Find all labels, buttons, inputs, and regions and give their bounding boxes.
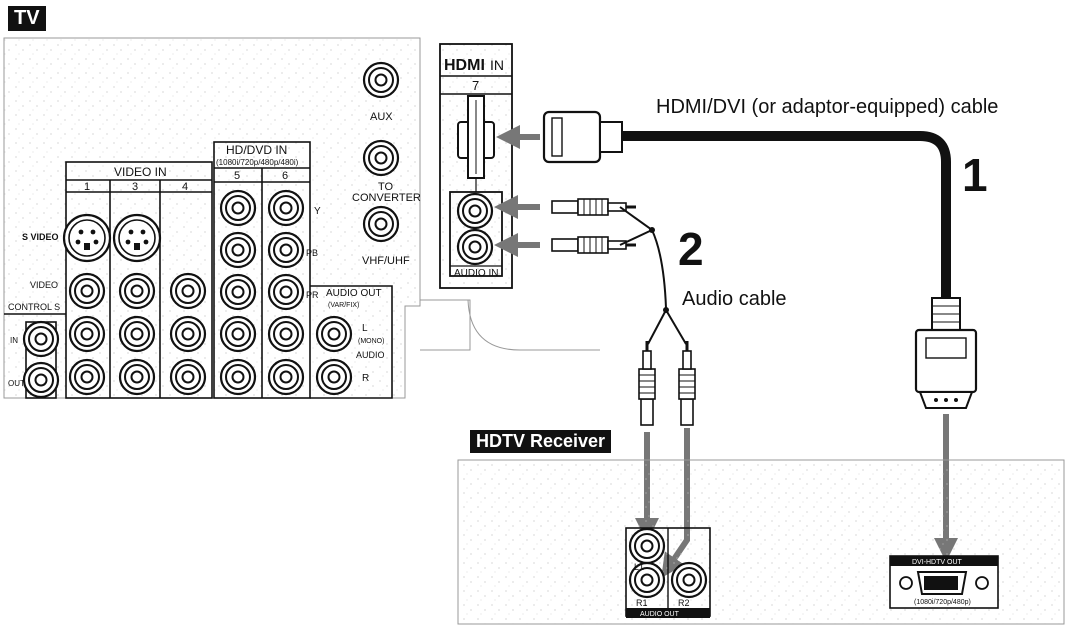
receiver-l1-label: L1 — [634, 562, 644, 572]
control-s-in-label: IN — [10, 336, 18, 345]
component-pb-label: PB — [306, 248, 318, 258]
hd-dvd-in-subtitle: (1080i/720p/480p/480i) — [216, 158, 299, 167]
component-y-label: Y — [314, 206, 321, 217]
audio-out-l-label: L — [362, 323, 368, 334]
hd-dvd-in-6: 6 — [282, 170, 288, 182]
audio-out-title: AUDIO OUT — [326, 288, 382, 299]
video-in-1: 1 — [84, 181, 90, 193]
to-converter-label-2: CONVERTER — [352, 192, 421, 204]
receiver-dvi-format-label: (1080i/720p/480p) — [914, 599, 971, 606]
audio-out-subtitle: (VAR/FIX) — [328, 302, 359, 309]
receiver-badge: HDTV Receiver — [470, 430, 612, 453]
control-s-out-label: OUT — [8, 379, 25, 388]
hdmi-cable-label: HDMI/DVI (or adaptor-equipped) cable — [656, 96, 999, 118]
audio-out-audio-label: AUDIO — [356, 350, 385, 360]
receiver-dvi-out-label: DVI-HDTV OUT — [912, 559, 963, 566]
receiver-audio-out-label: AUDIO OUT — [640, 611, 680, 618]
audio-out-r-label: R — [362, 373, 369, 384]
video-in-3: 3 — [132, 181, 138, 193]
video-in-4: 4 — [182, 181, 188, 193]
component-pr-label: PR — [306, 290, 319, 300]
s-video-label: S VIDEO — [22, 232, 59, 242]
audio-cable — [551, 198, 696, 426]
hdmi-logo: HDMI — [444, 57, 485, 74]
video-in-title: VIDEO IN — [114, 165, 167, 179]
step-1-number: 1 — [962, 149, 988, 201]
receiver-r2-label: R2 — [678, 598, 690, 608]
receiver-r1-label: R1 — [636, 598, 648, 608]
step-2-number: 2 — [678, 223, 704, 275]
tv-badge: TV — [8, 6, 46, 31]
rf-jacks — [362, 61, 400, 243]
aux-label: AUX — [370, 111, 393, 123]
input-grid-frame — [4, 141, 393, 399]
control-s-title: CONTROL S — [8, 302, 60, 312]
vhf-uhf-label: VHF/UHF — [362, 255, 410, 267]
hd-dvd-in-title: HD/DVD IN — [226, 143, 287, 157]
hdtv-receiver-panel — [457, 459, 1065, 625]
audio-cable-label: Audio cable — [682, 288, 787, 310]
video-label: VIDEO — [30, 280, 58, 290]
audio-in-label: AUDIO IN — [454, 268, 498, 279]
hdmi-in-label: IN — [490, 57, 504, 73]
hdmi-input-number: 7 — [472, 78, 479, 93]
to-converter-label-1: TO — [378, 181, 394, 193]
hdmi-dvi-cable — [542, 110, 978, 409]
audio-out-mono-label: (MONO) — [358, 338, 384, 345]
hd-dvd-in-5: 5 — [234, 170, 240, 182]
